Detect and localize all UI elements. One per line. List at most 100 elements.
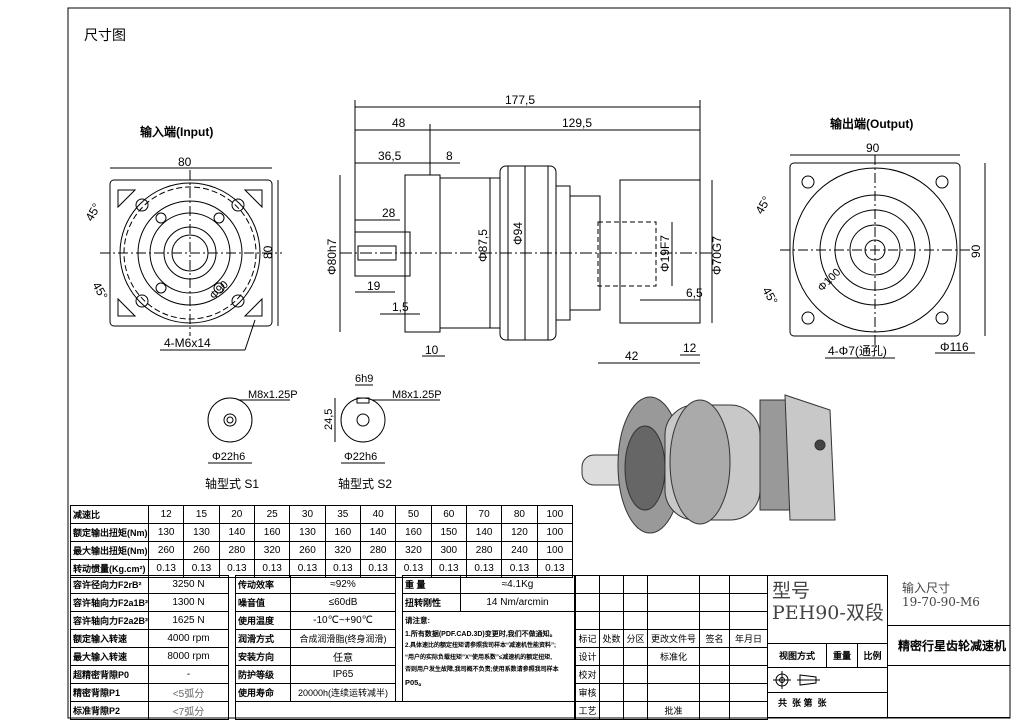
header-date: 年月日 — [729, 629, 768, 648]
cell — [599, 575, 624, 594]
cell — [575, 611, 600, 630]
dim-42: 42 — [625, 349, 639, 363]
row-label: 减速比 — [70, 505, 149, 524]
cell — [623, 701, 648, 720]
cell — [699, 647, 730, 666]
gap — [395, 611, 403, 630]
dim-output-outer: Φ116 — [940, 340, 969, 354]
cell — [699, 593, 730, 612]
spec-label: 额定输入转速 — [70, 629, 149, 648]
cell — [599, 593, 624, 612]
row-label: 额定输出扭矩(Nm) — [70, 523, 149, 542]
s1-diameter: Φ22h6 — [212, 451, 245, 463]
note-line: P05。 — [405, 678, 426, 687]
dim-input-holes: 4-M6x14 — [164, 336, 211, 350]
cell — [623, 575, 648, 594]
cell: 15 — [183, 505, 220, 524]
cell — [599, 647, 624, 666]
s1-thread: M8x1.25P — [248, 389, 298, 401]
cell — [729, 647, 768, 666]
row-process: 工艺 — [575, 701, 600, 720]
s1-label: 轴型式 S1 — [205, 476, 259, 491]
gap — [395, 629, 403, 648]
projection-row — [768, 667, 887, 693]
model-label: 型号 — [772, 580, 811, 602]
cell: 35 — [324, 505, 361, 524]
dim-output-holes: 4-Φ7(通孔) — [828, 344, 887, 358]
gap — [228, 701, 236, 720]
dim-70g7: Φ70G7 — [710, 236, 724, 275]
cell: 300 — [430, 541, 467, 560]
gap — [395, 575, 403, 594]
cell: 100 — [536, 523, 574, 542]
output-end-view: 输出端(Output) 90 90 45° 45° Φ100 4-Φ7(通孔) … — [752, 116, 986, 359]
cell — [647, 683, 700, 702]
dim-input-pcd: Φ90 — [208, 279, 231, 302]
cell: 150 — [430, 523, 467, 542]
cell — [647, 593, 700, 612]
dim-94: Φ94 — [511, 222, 525, 245]
dim-1-5: 1,5 — [392, 300, 409, 314]
note-line: 2.具体速比的额定扭矩请参照我司样本“减速机性能资料”; — [405, 643, 557, 649]
cell: 30 — [289, 505, 326, 524]
cell: 140 — [218, 523, 255, 542]
cell: 25 — [253, 505, 291, 524]
table-row: 标准背隙P2<7弧分 — [70, 701, 575, 720]
shaft-s1: M8x1.25P Φ22h6 轴型式 S1 — [205, 389, 298, 491]
cell: 20 — [218, 505, 255, 524]
dim-6-5: 6,5 — [686, 286, 703, 300]
spec-label: 超精密背隙P0 — [70, 665, 149, 684]
cell: 130 — [289, 523, 326, 542]
product-name: 精密行星齿轮减速机 — [898, 639, 1007, 653]
cell: 320 — [253, 541, 291, 560]
note-line: 请注意: — [405, 616, 430, 625]
cell: 100 — [536, 541, 574, 560]
spec-value: 14 Nm/arcmin — [460, 593, 575, 612]
input-size-value: 19-70-90-M6 — [902, 595, 980, 609]
spec-value: -10℃~+90℃ — [290, 611, 396, 630]
cell — [623, 611, 648, 630]
cell — [623, 683, 648, 702]
header-doc-no: 更改文件号 — [647, 629, 700, 648]
dim-12: 12 — [683, 341, 697, 355]
gap — [228, 629, 236, 648]
spec-value: <5弧分 — [148, 683, 229, 702]
spec-value: 3250 N — [148, 575, 229, 594]
cell: 160 — [324, 523, 361, 542]
gap — [228, 683, 236, 702]
cell — [699, 701, 730, 720]
spec-value: IP65 — [290, 665, 396, 684]
dim-output-height: 90 — [969, 244, 983, 258]
row-check: 校对 — [575, 665, 600, 684]
shaft-s2: 6h9 M8x1.25P 24,5 Φ22h6 轴型式 S2 — [323, 373, 442, 491]
cell: 130 — [147, 523, 185, 542]
cell: 280 — [218, 541, 255, 560]
dim-8: 8 — [446, 149, 453, 163]
approve-label: 批准 — [647, 701, 700, 720]
cell — [699, 575, 730, 594]
spec-value: ≈92% — [290, 575, 396, 594]
spec-label: 润滑方式 — [235, 629, 291, 648]
gap — [395, 665, 403, 684]
spec-value: 合成润滑脂(终身润滑) — [290, 629, 396, 648]
cell: 260 — [289, 541, 326, 560]
s2-diameter: Φ22h6 — [344, 451, 377, 463]
cell — [699, 683, 730, 702]
dim-input-angle1: 45° — [82, 201, 103, 224]
cell — [699, 611, 730, 630]
spec-label: 容许轴向力F2a2B² — [70, 611, 149, 630]
row-label: 最大输出扭矩(Nm) — [70, 541, 149, 560]
cell: 120 — [501, 523, 538, 542]
standardize-label: 标准化 — [647, 647, 700, 666]
cell: 50 — [395, 505, 432, 524]
view-method-label: 视图方式 — [768, 644, 827, 667]
cell — [599, 611, 624, 630]
cell — [647, 665, 700, 684]
dim-output-width: 90 — [866, 141, 880, 155]
note-line: 1.所有数据(PDF.CAD.3D)变更时,我们不做通知。 — [405, 631, 557, 638]
